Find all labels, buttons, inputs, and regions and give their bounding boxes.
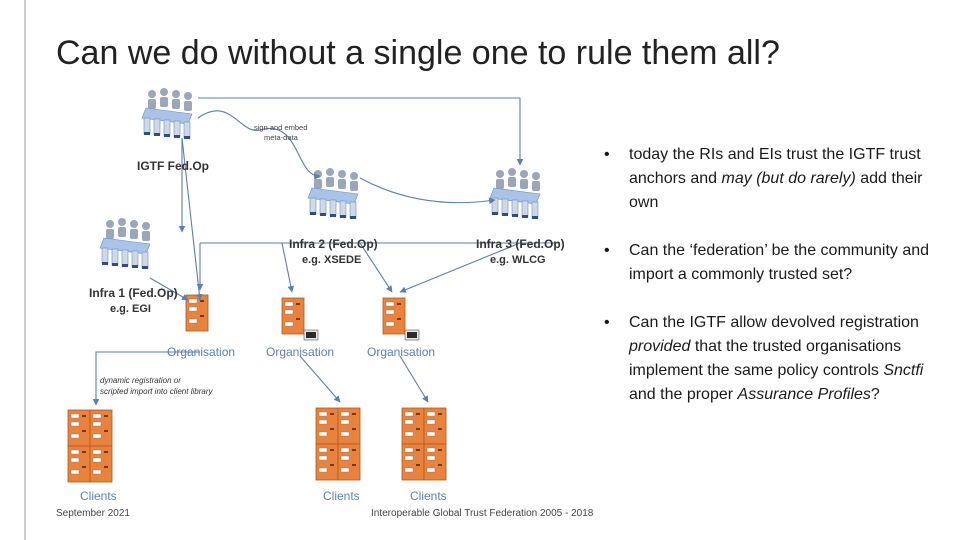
bullet-1-emphasis: may (but do rarely) bbox=[721, 170, 856, 187]
organisation-label-2: Organisation bbox=[266, 345, 334, 359]
sign-embed-note-line1: sign and embed bbox=[254, 123, 307, 132]
bullet-item-1: today the RIs and EIs trust the IGTF tru… bbox=[602, 143, 932, 215]
infra1-example: e.g. EGI bbox=[110, 303, 151, 315]
dynamic-registration-note-line1: dynamic registration or bbox=[100, 376, 181, 385]
diagram-connectors bbox=[92, 97, 560, 406]
clients-label-1: Clients bbox=[80, 489, 117, 503]
clients-label-3: Clients bbox=[410, 489, 447, 503]
bullet-item-3: Can the IGTF allow devolved registration… bbox=[602, 311, 932, 407]
infra1-name: Infra 1 (Fed.Op) bbox=[89, 286, 178, 300]
organisation-label-1: Organisation bbox=[167, 345, 235, 359]
igtf-fedop-label: IGTF Fed.Op bbox=[137, 159, 209, 173]
organisation-label-3: Organisation bbox=[367, 345, 435, 359]
infra3-users-group bbox=[489, 167, 541, 220]
dynamic-registration-note-line2: scripted import into client library bbox=[100, 387, 213, 396]
slide-title: Can we do without a single one to rule t… bbox=[56, 34, 780, 72]
clients-label-2: Clients bbox=[323, 489, 360, 503]
bullet-3-text-end: ? bbox=[870, 386, 880, 403]
bullet-3-emphasis-provided: provided bbox=[629, 338, 691, 355]
bullet-2-text: Can the ‘federation’ be the community an… bbox=[629, 242, 930, 283]
bullet-3-emphasis-snctfi: Snctfi bbox=[883, 362, 924, 379]
terminal-icon bbox=[303, 329, 319, 341]
clients-stack-1 bbox=[68, 410, 112, 482]
infra1-users-group bbox=[99, 217, 151, 270]
terminal-icon bbox=[404, 329, 420, 341]
clients-stack-3 bbox=[402, 408, 446, 480]
bullet-3-text-mid: that the trusted organisations implement… bbox=[629, 338, 902, 379]
infra3-name: Infra 3 (Fed.Op) bbox=[476, 237, 565, 251]
slide-left-border bbox=[24, 0, 26, 540]
clients-stack-2 bbox=[316, 408, 360, 480]
bullet-1-text: today the RIs and EIs trust the IGTF tru… bbox=[629, 146, 921, 187]
bullet-3-emphasis-assurance: Assurance Profiles bbox=[737, 386, 871, 403]
sign-embed-note-line2: meta-data bbox=[264, 133, 299, 142]
bullet-3-text-mid2: and the proper bbox=[629, 386, 738, 403]
bullet-item-2: Can the ‘federation’ be the community an… bbox=[602, 239, 932, 287]
organisation-server-2 bbox=[281, 297, 305, 335]
infra3-example: e.g. WLCG bbox=[490, 254, 546, 266]
igtf-users-group bbox=[141, 87, 193, 140]
bullet-list: today the RIs and EIs trust the IGTF tru… bbox=[602, 143, 932, 407]
bullet-1-text-end: add their own bbox=[629, 170, 923, 211]
organisation-server-1 bbox=[185, 294, 209, 332]
organisation-server-3 bbox=[382, 297, 406, 335]
bullet-3-text: Can the IGTF allow devolved registration bbox=[629, 314, 919, 331]
infra2-name: Infra 2 (Fed.Op) bbox=[289, 237, 378, 251]
footer-date: September 2021 bbox=[56, 508, 130, 519]
footer-center-text: Interoperable Global Trust Federation 20… bbox=[371, 508, 594, 519]
infra2-example: e.g. XSEDE bbox=[302, 254, 361, 266]
